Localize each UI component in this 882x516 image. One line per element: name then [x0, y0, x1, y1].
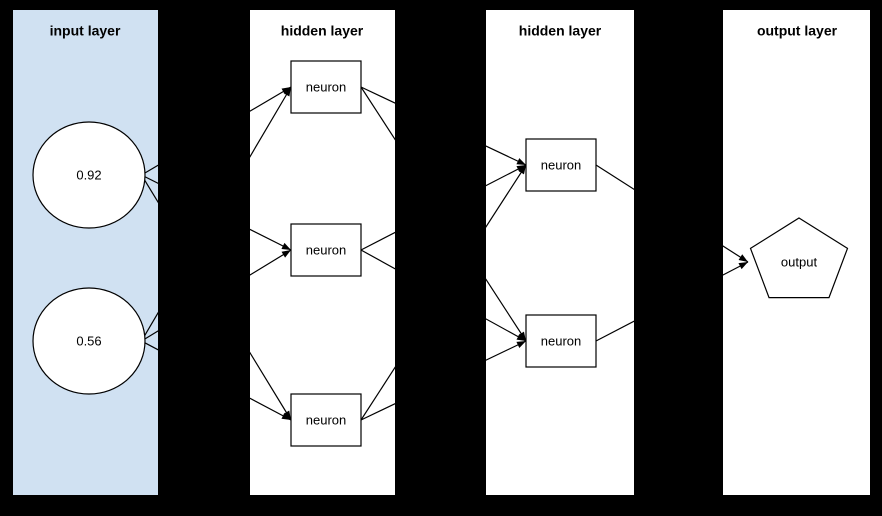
node-input-node-2[interactable]: 0.56 [32, 287, 146, 395]
edge-arrowhead-4 [281, 250, 291, 258]
layer-title-hidden-layer-1: hidden layer [281, 23, 364, 39]
node-label-input-node-1: 0.92 [76, 167, 101, 182]
node-hidden2-node-1[interactable]: neuron [525, 138, 597, 192]
layer-titles-group: input layer hidden layer hidden layer outpu… [50, 23, 838, 39]
edge-arrowhead-0 [281, 87, 291, 95]
edge-arrowhead-6 [516, 158, 526, 165]
edge-arrowhead-9 [516, 333, 526, 341]
layer-title-output-layer: output layer [757, 23, 838, 39]
edge-arrowhead-3 [283, 87, 291, 97]
node-rect-hidden2-node-1[interactable] [525, 138, 597, 192]
node-ellipse-input-node-1[interactable] [32, 121, 146, 229]
node-label-hidden1-node-3: neuron [306, 412, 346, 427]
edge-arrowhead-1 [281, 242, 291, 250]
node-rect-hidden2-node-2[interactable] [525, 314, 597, 368]
edge-arrowhead-2 [283, 410, 291, 420]
node-rect-hidden1-node-3[interactable] [290, 393, 362, 447]
node-hidden1-node-3[interactable]: neuron [290, 393, 362, 447]
node-rect-hidden1-node-1[interactable] [290, 60, 362, 114]
node-pentagon-output-node-1[interactable] [749, 217, 849, 299]
node-hidden2-node-2[interactable]: neuron [525, 314, 597, 368]
edge-arrowhead-5 [281, 412, 291, 420]
edge-arrowhead-10 [518, 165, 526, 175]
gutter-mask-1 [395, 0, 486, 516]
nodes-group: 0.92 0.56 neuron neuron neuron neuron neuron ou… [32, 60, 849, 447]
node-label-hidden1-node-1: neuron [306, 79, 346, 94]
node-label-input-node-2: 0.56 [76, 333, 101, 348]
node-hidden1-node-2[interactable]: neuron [290, 223, 362, 277]
node-ellipse-input-node-2[interactable] [32, 287, 146, 395]
node-label-hidden2-node-2: neuron [541, 333, 581, 348]
layer-panel-hidden-layer-2 [486, 10, 634, 495]
node-label-output-node-1: output [781, 254, 818, 269]
node-label-hidden1-node-2: neuron [306, 242, 346, 257]
edge-arrowhead-12 [738, 254, 748, 262]
node-rect-hidden1-node-2[interactable] [290, 223, 362, 277]
edge-arrowhead-11 [516, 341, 526, 348]
edge-arrowhead-13 [738, 262, 748, 270]
gutter-mask-4 [870, 0, 882, 516]
layer-title-input-layer: input layer [50, 23, 121, 39]
gutter-mask-0 [158, 0, 250, 516]
gutter-mask-bottom [0, 495, 882, 516]
layer-title-hidden-layer-2: hidden layer [519, 23, 602, 39]
edge-arrowhead-7 [518, 331, 526, 341]
gutter-mask-top [0, 0, 882, 10]
gutter-mask-2 [634, 0, 723, 516]
layer-panel-input-layer [13, 10, 158, 495]
node-hidden1-node-1[interactable]: neuron [290, 60, 362, 114]
gutter-mask-3 [0, 0, 13, 516]
node-output-node-1[interactable]: output [749, 217, 849, 299]
node-label-hidden2-node-1: neuron [541, 157, 581, 172]
node-input-node-1[interactable]: 0.92 [32, 121, 146, 229]
